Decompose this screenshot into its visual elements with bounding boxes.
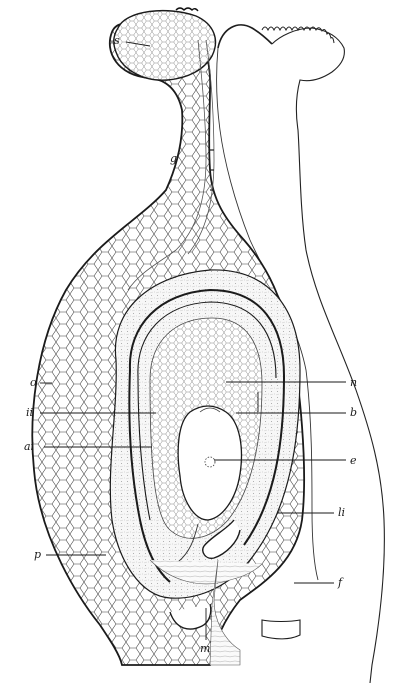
label-ii: ii bbox=[26, 406, 33, 419]
label-g: g bbox=[170, 152, 177, 165]
label-li: li bbox=[338, 506, 345, 519]
label-b: b bbox=[350, 406, 357, 419]
label-m: m bbox=[200, 642, 210, 655]
label-p: p bbox=[34, 548, 41, 561]
label-s: s bbox=[114, 34, 120, 47]
stigma bbox=[114, 11, 216, 81]
label-o: o bbox=[30, 376, 37, 389]
label-e: e bbox=[350, 454, 357, 467]
label-ai: ai bbox=[24, 440, 34, 453]
label-f: f bbox=[337, 576, 344, 589]
label-n: n bbox=[350, 376, 357, 389]
